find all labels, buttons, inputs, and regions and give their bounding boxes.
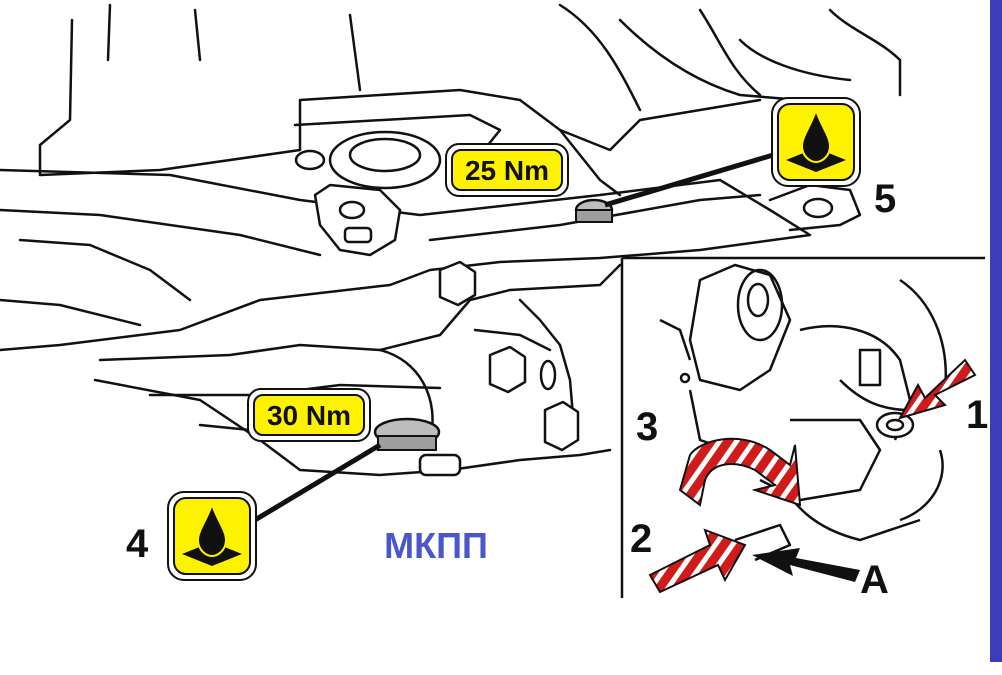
callout-1: 1 [966, 393, 988, 437]
arrow-1 [897, 358, 977, 420]
arrow-2 [648, 528, 747, 594]
inset-panel [620, 256, 985, 598]
torque-value-25: 25 Nm [465, 155, 549, 186]
callout-a: A [860, 558, 889, 602]
arrow-a [752, 548, 860, 582]
arrow-3 [678, 437, 802, 507]
oil-drop-icon [771, 97, 861, 187]
callout-4: 4 [126, 522, 149, 566]
callout-3: 3 [636, 405, 658, 449]
leader-line-4 [253, 442, 382, 523]
callout-5: 5 [874, 177, 896, 221]
oil-drop-icon [167, 491, 257, 581]
fill-plug-bolt [574, 198, 614, 223]
torque-label-lower: 30 Nm [247, 388, 371, 442]
leader-line-5 [604, 147, 791, 208]
right-border-bar [990, 0, 1002, 662]
drain-plug-bolt [373, 417, 441, 451]
caption-mkpp: МКПП [384, 525, 488, 566]
callout-2: 2 [630, 517, 652, 561]
torque-value-30: 30 Nm [267, 400, 351, 431]
torque-label-upper: 25 Nm [445, 143, 569, 197]
gearbox-housing-lines [0, 3, 902, 477]
